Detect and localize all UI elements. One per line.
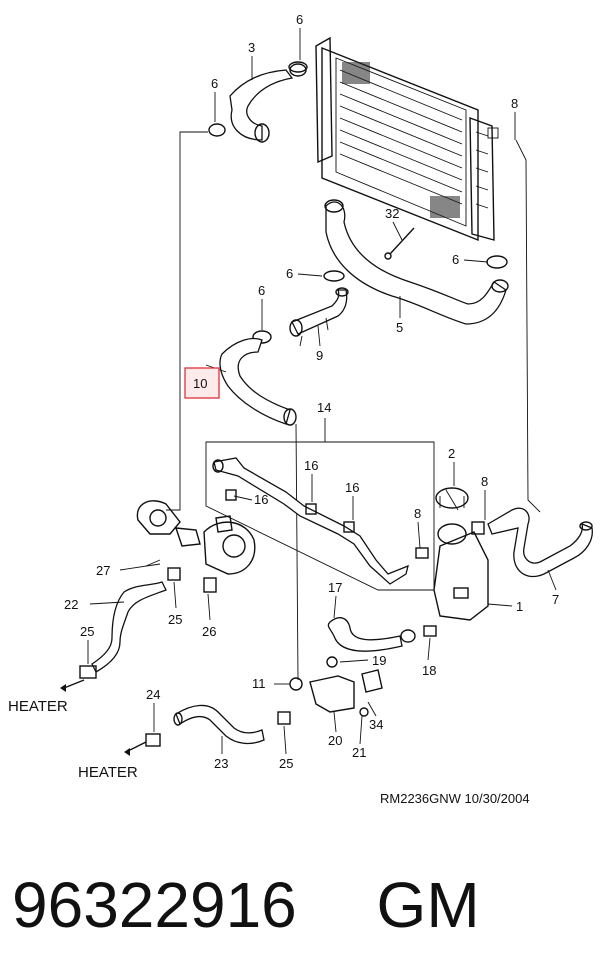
callout-32: 32 bbox=[385, 206, 399, 221]
lower-hose bbox=[325, 201, 507, 325]
callout-25: 25 bbox=[80, 624, 94, 639]
callout-17: 17 bbox=[328, 580, 342, 595]
bolt bbox=[384, 227, 415, 260]
callout-6: 6 bbox=[452, 252, 459, 267]
callout-2: 2 bbox=[448, 446, 455, 461]
hose-17 bbox=[327, 617, 403, 652]
part-number: 96322916 bbox=[12, 869, 297, 941]
coolant-reservoir bbox=[423, 487, 489, 637]
heater-label: HEATER bbox=[8, 698, 68, 715]
callout-leaders bbox=[87, 28, 557, 755]
callout-34: 34 bbox=[369, 717, 383, 732]
callout-11: 11 bbox=[252, 676, 266, 691]
bracket-outline bbox=[205, 441, 435, 591]
callout-6: 6 bbox=[296, 12, 303, 27]
bracket-clips bbox=[225, 489, 429, 559]
hose-clamps bbox=[208, 61, 508, 344]
callout-26: 26 bbox=[202, 624, 216, 639]
callout-21: 21 bbox=[352, 745, 366, 760]
upper-hose bbox=[229, 69, 294, 141]
callout-16: 16 bbox=[254, 492, 268, 507]
heater-hose-22 bbox=[91, 581, 167, 673]
footer: 96322916 GM bbox=[12, 850, 592, 960]
diagram-reference: RM2236GNW 10/30/2004 bbox=[380, 791, 530, 806]
callout-1: 1 bbox=[516, 599, 523, 614]
callout-14: 14 bbox=[317, 400, 331, 415]
callout-10: 10 bbox=[193, 376, 207, 391]
coolant-pipe bbox=[289, 287, 349, 347]
callout-labels: 6 3 6 8 32 6 6 6 5 9 10 14 2 16 8 16 16 … bbox=[64, 12, 559, 771]
overflow-hose bbox=[487, 507, 593, 578]
callout-16: 16 bbox=[304, 458, 318, 473]
heater-label: HEATER bbox=[78, 764, 138, 781]
callout-24: 24 bbox=[146, 687, 160, 702]
callout-25: 25 bbox=[168, 612, 182, 627]
hose-10 bbox=[219, 337, 291, 425]
radiator bbox=[315, 36, 499, 242]
callout-9: 9 bbox=[316, 348, 323, 363]
callout-8: 8 bbox=[414, 506, 421, 521]
brand: GM bbox=[376, 869, 480, 941]
cooling-system-diagram: 6 3 6 8 32 6 6 6 5 9 10 14 2 16 8 16 16 … bbox=[8, 12, 593, 806]
callout-6: 6 bbox=[258, 283, 265, 298]
callout-3: 3 bbox=[248, 40, 255, 55]
outlet-fitting bbox=[289, 656, 383, 717]
callout-23: 23 bbox=[214, 756, 228, 771]
callout-27: 27 bbox=[96, 563, 110, 578]
callout-20: 20 bbox=[328, 733, 342, 748]
thermostat-housing bbox=[136, 500, 256, 593]
callout-25: 25 bbox=[279, 756, 293, 771]
callout-8: 8 bbox=[511, 96, 518, 111]
callout-6: 6 bbox=[286, 266, 293, 281]
callout-19: 19 bbox=[372, 653, 386, 668]
callout-5: 5 bbox=[396, 320, 403, 335]
callout-7: 7 bbox=[552, 592, 559, 607]
callout-8: 8 bbox=[481, 474, 488, 489]
leader-lines bbox=[166, 131, 541, 681]
callout-22: 22 bbox=[64, 597, 78, 612]
callout-18: 18 bbox=[422, 663, 436, 678]
highlight-box bbox=[184, 367, 220, 399]
callout-16: 16 bbox=[345, 480, 359, 495]
bypass-pipe bbox=[212, 457, 409, 585]
callout-6: 6 bbox=[211, 76, 218, 91]
heater-hose-23 bbox=[175, 704, 265, 745]
